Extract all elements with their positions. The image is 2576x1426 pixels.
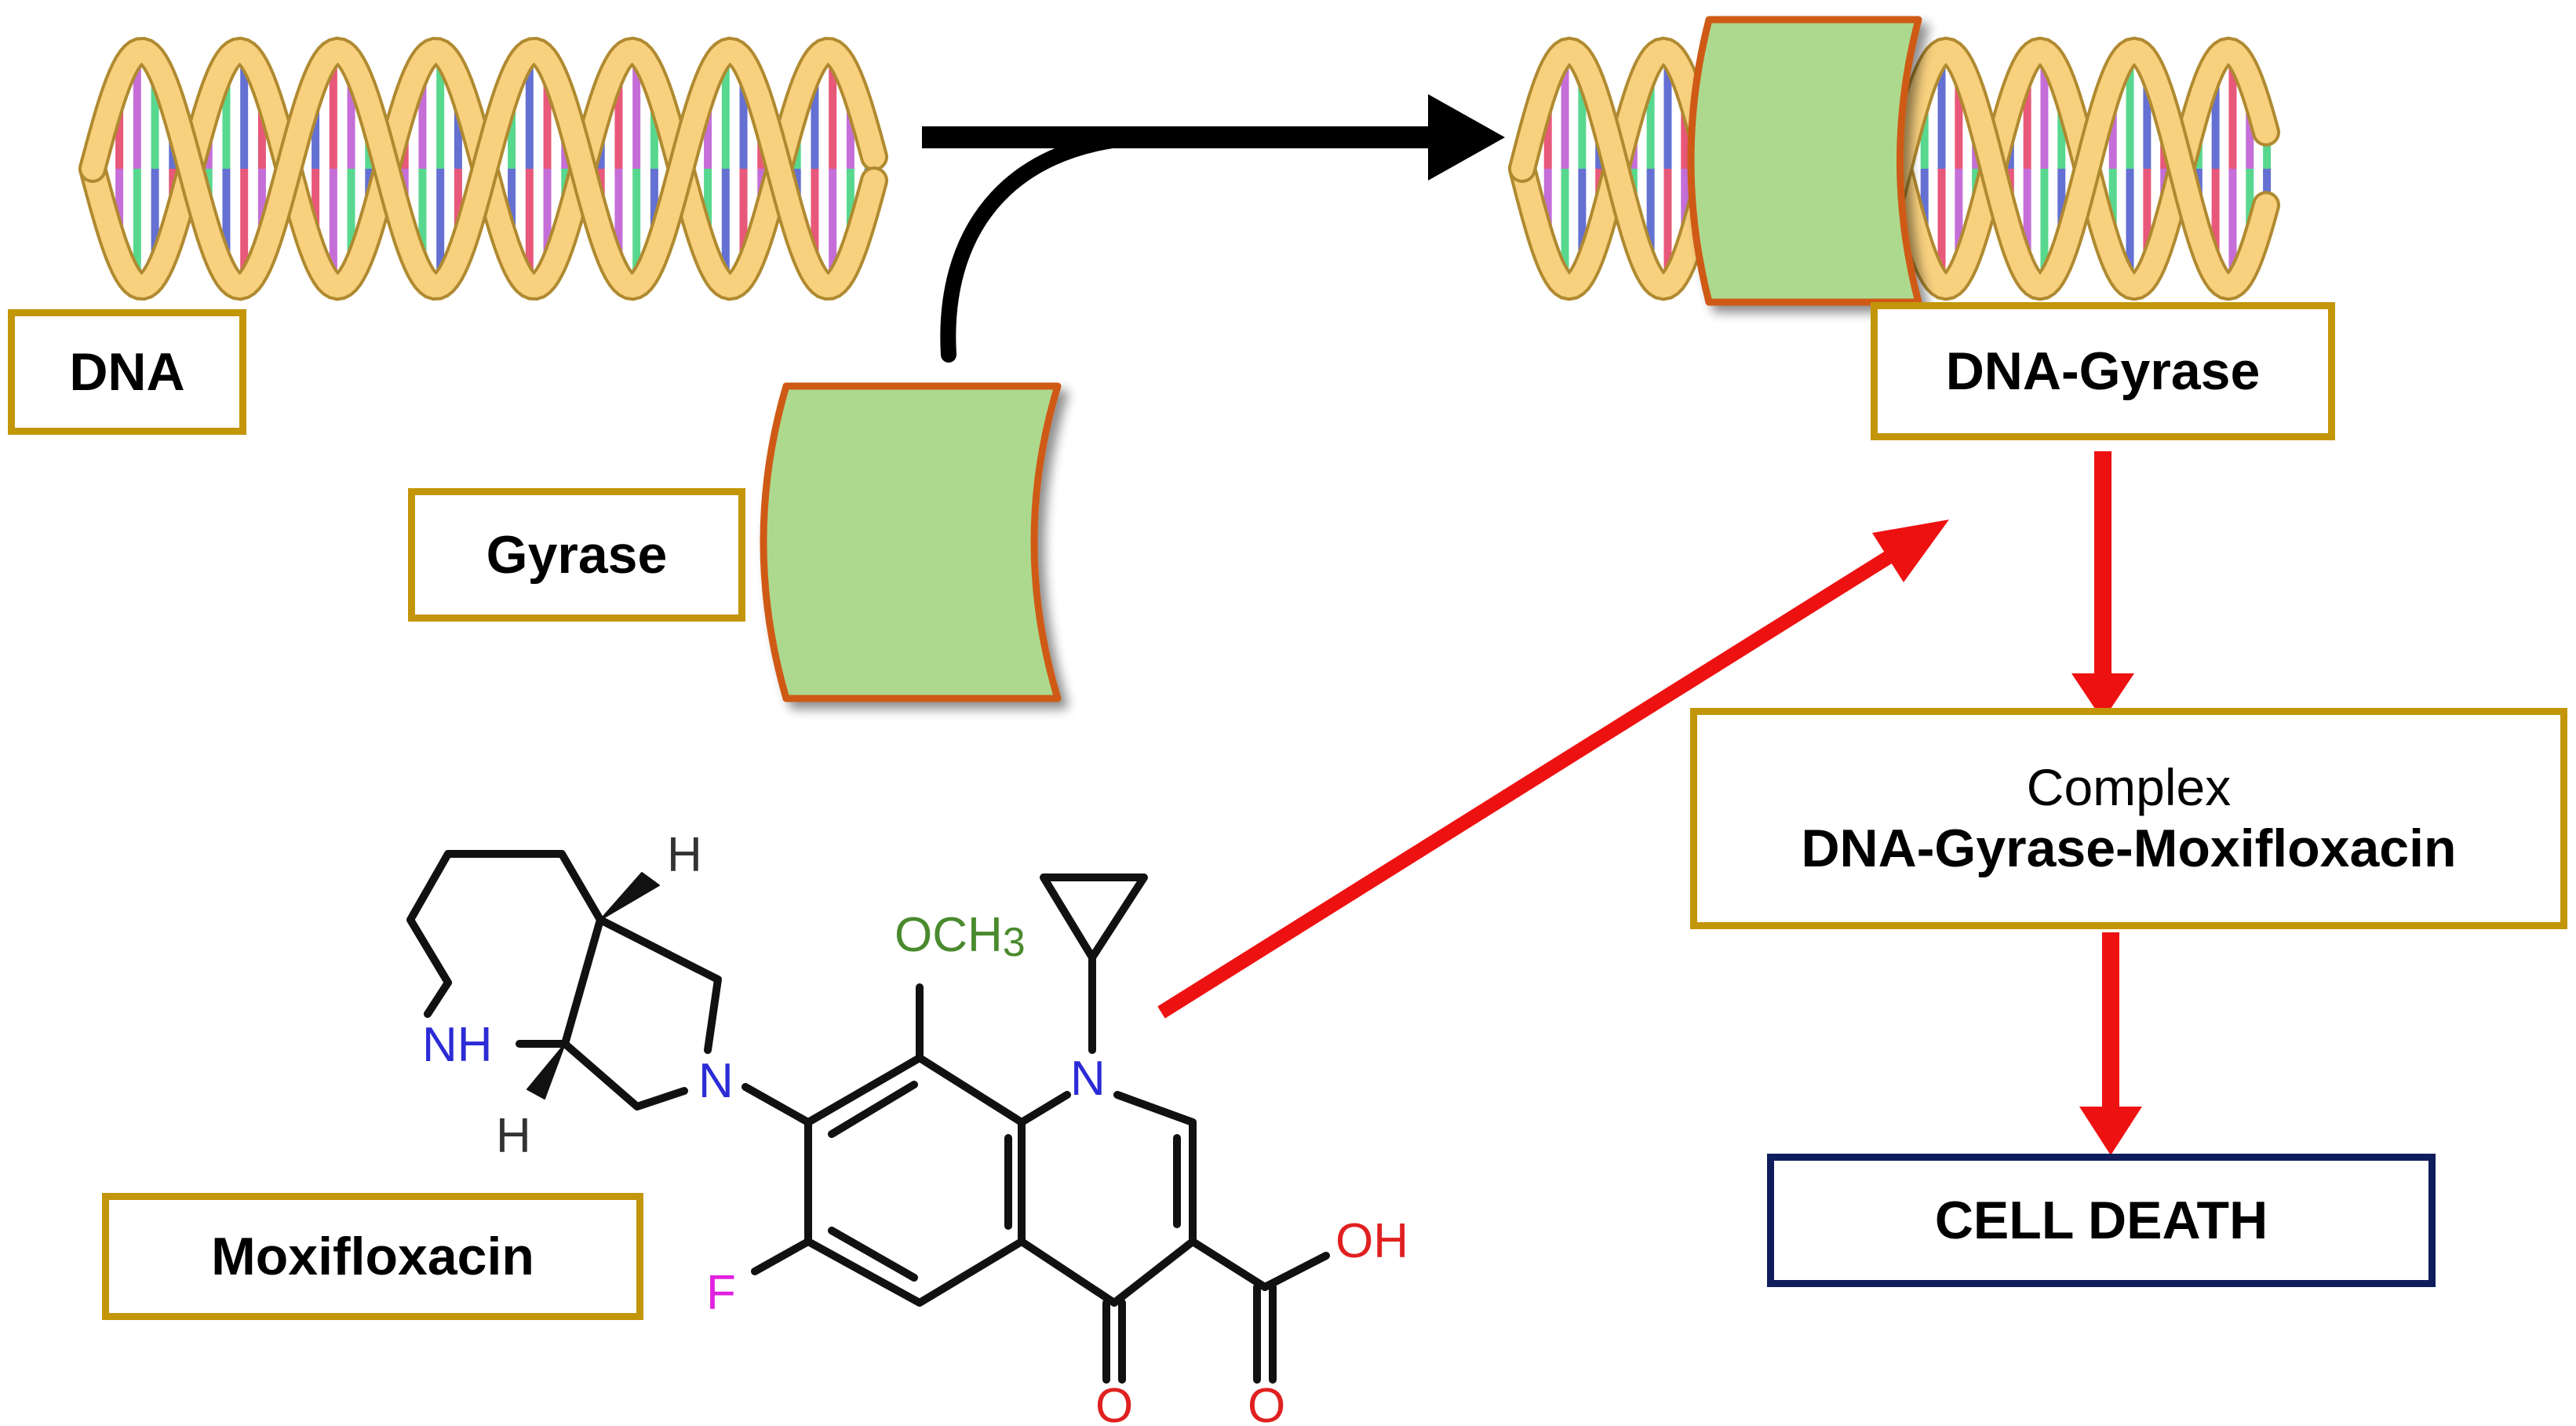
base-pair-segment [347,61,355,169]
label-gyrase: Gyrase [408,488,745,622]
atom-n-ring: N [698,1054,734,1108]
atom-n-quinolone: N [1070,1052,1106,1106]
base-pair-segment [133,169,141,286]
base-pair-segment [133,52,141,169]
label-cell-death: CELL DEATH [1767,1154,2436,1287]
base-pair-segment [2211,169,2220,276]
base-pair-segment [829,52,837,169]
base-pair-segment [329,169,337,286]
binding-arrow [922,94,1505,363]
base-pair-segment [739,61,748,169]
label-dna-gyrase-text: DNA-Gyrase [1945,341,2261,401]
base-pair-segment [1646,169,1655,276]
base-pair-segment [739,169,748,276]
helix-strand [82,39,885,298]
base-pair-segment [2143,61,2152,169]
base-pair-segment [829,169,837,286]
base-pair-segment [347,169,355,276]
atom-fluorine: F [706,1266,736,1320]
base-pair-segment [329,52,337,169]
base-pair-segment [1561,169,1569,286]
label-complex-name: DNA-Gyrase-Moxifloxacin [1801,818,2457,878]
label-dna: DNA [8,309,246,435]
atom-h-top: H [667,828,702,882]
base-pair-segment [721,52,730,169]
base-pair-segment [418,61,427,169]
base-pair-segment [436,169,445,286]
base-pair-segment [1561,52,1569,169]
base-pair-segment [1955,169,1963,276]
label-moxifloxacin: Moxifloxacin [102,1193,643,1320]
atom-oh: OH [1335,1214,1408,1268]
atom-och3: OCH3 [894,908,1026,965]
gyrase-enzyme-icon [760,382,1062,702]
cell-death-arrow [2079,932,2142,1155]
base-pair-segment [2126,52,2134,169]
base-pair-segment [1955,61,1963,169]
base-pair-segment [151,61,159,169]
label-dna-gyrase: DNA-Gyrase [1871,302,2335,440]
base-pair-segment [2211,61,2220,169]
base-pair-segment [222,61,231,169]
base-pair-segment [418,169,427,276]
base-pair-segment [543,169,552,276]
base-pair-segment [1937,52,1946,169]
base-pair-segment [1937,169,1946,286]
label-complex-title: Complex [2026,757,2232,816]
label-dna-text: DNA [69,341,185,402]
base-pair-segment [222,169,231,276]
atom-h-bottom: H [496,1109,531,1163]
base-pair-segment [811,61,819,169]
atom-nh: NH [422,1018,493,1072]
label-cell-death-text: CELL DEATH [1934,1190,2268,1250]
base-pair-segment [1646,61,1655,169]
moxifloxacin-structure [406,850,1330,1384]
base-pair-segment [811,169,819,276]
moxifloxacin-atom-labels: H NH H N OCH3 N F O O OH [422,828,1408,1426]
base-pair-segment [632,169,641,286]
base-pair-segment [525,169,534,286]
drug-binding-arrow [1157,520,1949,1019]
base-pair-segment [632,52,641,169]
base-pair-segment [2023,169,2031,276]
label-moxifloxacin-text: Moxifloxacin [211,1226,534,1286]
base-pair-segment [2263,135,2272,169]
base-pair-segment [721,169,730,286]
base-pair-segment [2228,169,2237,286]
base-pair-segment [2263,169,2272,202]
base-pair-segment [2228,52,2237,169]
base-pair-segment [1663,169,1672,286]
base-pair-segment [614,169,623,276]
complex-formation-arrow [2071,451,2134,720]
base-pair-segment [2143,169,2152,276]
base-pair-segment [1663,52,1672,169]
base-pair-segment [2126,169,2134,286]
base-pair-segment [525,52,534,169]
base-pair-segment [2040,169,2049,286]
bound-gyrase-icon [1687,16,1922,306]
atom-o-acid: O [1248,1379,1285,1426]
base-pair-segment [151,169,159,276]
base-pair-segment [543,61,552,169]
base-pair-segment [436,52,445,169]
label-complex: Complex DNA-Gyrase-Moxifloxacin [1690,708,2567,929]
base-pair-segment [1578,61,1587,169]
base-pair-segment [2023,61,2031,169]
base-pair-segment [240,169,249,286]
atom-o-keto: O [1095,1379,1133,1426]
base-pair-segment [1578,169,1587,276]
base-pair-segment [614,61,623,169]
dna-helix-icon [78,36,888,301]
base-pair-segment [240,52,249,169]
base-pair-segment [2040,52,2049,169]
label-gyrase-text: Gyrase [486,524,668,585]
